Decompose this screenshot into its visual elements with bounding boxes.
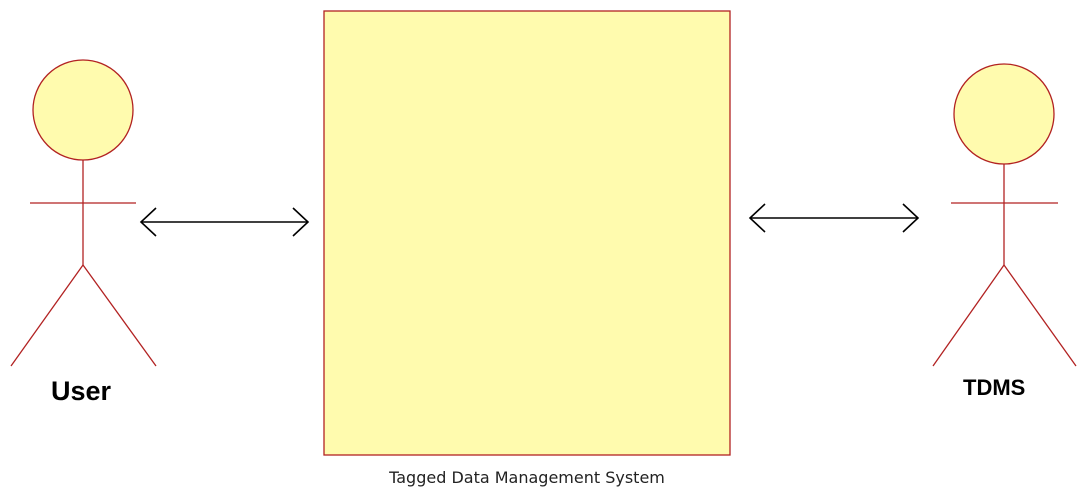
actor-user-left-leg <box>10 264 84 367</box>
actor-user-head <box>32 59 134 161</box>
actor-tdms-right-leg <box>1003 264 1077 367</box>
system-caption: Tagged Data Management System <box>389 468 665 487</box>
system-boundary <box>323 10 731 456</box>
arrow-system-tdms <box>748 203 920 233</box>
arrow-user-system <box>139 207 310 237</box>
actor-tdms-label: TDMS <box>963 375 1026 400</box>
actor-tdms-head <box>953 63 1055 165</box>
actor-user-right-leg <box>82 264 157 367</box>
actor-tdms-left-leg <box>932 264 1005 367</box>
actor-user <box>10 59 157 367</box>
actor-user-label: User <box>51 376 112 406</box>
actor-tdms <box>932 63 1077 367</box>
